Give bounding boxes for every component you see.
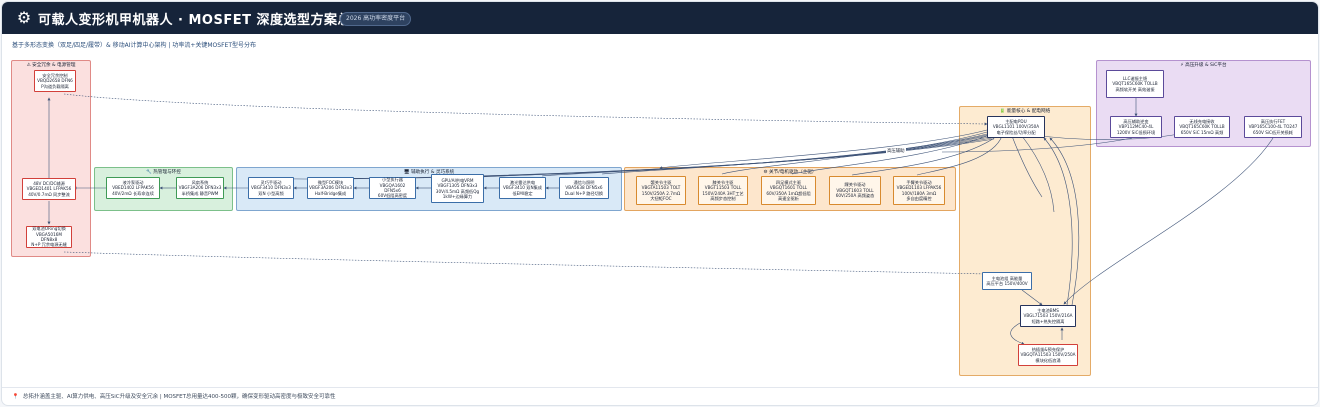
title-bar: ⚙ 可载人变形机甲机器人 · MOSFET 深度选型方案总拓扑图 2026 高功… <box>2 2 1318 34</box>
edge-bms-to-pdu-2 <box>1049 137 1080 306</box>
footer-note: 📍总拓扑涵盖主驱、AI算力供电、高压SiC升级及安全冗余 | MOSFET总用量… <box>12 392 336 400</box>
node-comms-lighting: 通信与照明 VBA5638 DFN5x6 Dual N+P 路径切换 <box>559 177 609 199</box>
node-dcdc-aux-supply: 48V DC/DC辅源 VBGED1401 LFPAK56 40V/0.7mΩ … <box>22 178 76 200</box>
edge-pdu-fanout-5 <box>916 135 1003 176</box>
edge-pdu-fanout-8 <box>481 135 988 178</box>
node-llc-resonant: LLC谐振主馈 VBQT165C60K TOLLB 高频软开关 高效谐振 <box>1106 70 1164 98</box>
node-arm-joint-drive: 手臂关节驱动 VBGED1103 LFPAK56 100V/180A 3mΩ 多… <box>893 176 945 205</box>
pin-icon: 📍 <box>12 394 19 400</box>
edge-pdu-fanout-13 <box>1021 135 1055 213</box>
footer-text: 总拓扑涵盖主驱、AI算力供电、高压SiC升级及安全冗余 | MOSFET总用量达… <box>22 394 336 400</box>
node-small-actuator: 小型执行器 VBGQA1602 DFN5x6 60V低阻高密度 <box>369 177 416 199</box>
edge-pdu-fanout-1 <box>659 129 988 170</box>
group-auxiliary-execution: 🖥 辅助执行 & 灵巧系统 <box>236 167 622 211</box>
edge-pdu-fanout-10 <box>331 137 993 179</box>
group-safety-redundancy: ⚠ 安全冗余 & 电源管理 <box>11 60 91 257</box>
group-energy-core: 🔋 能量核心 & 配电网络 <box>959 106 1091 376</box>
gear-icon: ⚙ <box>16 8 32 27</box>
node-hv-execution-fet: 高压执行FET VBP165C100-4L TO247 650V SiC低开关损… <box>1244 116 1302 138</box>
edge-pdu-fanout-9 <box>401 136 991 179</box>
node-liquid-pump: 液冷泵驱动 VBED1402 LFPAK56 40V/2mΩ 长寿命连续 <box>106 177 160 199</box>
group-label: ⚙ 关节/电机驱动（主驱） <box>763 170 817 175</box>
edge-pdu-fanout-4 <box>851 135 998 176</box>
node-dual-battery-oring: 双电池ORing切换 VBGA5016M DFN8x8 N+P 冗余电源无缝 <box>26 226 72 248</box>
edge-oring-to-battery <box>63 251 988 276</box>
node-wireless-charging: 无线充电接收 VBQT165C60K TOLLB 650V SiC 15mΩ 高… <box>1174 116 1230 138</box>
edge-pdu-fanout-6 <box>601 133 988 175</box>
edge-pdu-fanout-2 <box>721 131 988 175</box>
edge-battery-to-bms <box>1021 289 1043 306</box>
node-main-bms: 主电池BMS VBGL71503 150V/216A 短路+热失控隔离 <box>1020 305 1076 327</box>
page-subtitle: 基于多形态变换（双足/四足/履带）& 移动AI计算中心架构 | 功率流+关键MO… <box>12 42 256 49</box>
edge-bms-to-pdu <box>1043 137 1073 306</box>
page-title: 可载人变形机甲机器人 · MOSFET 深度选型方案总拓扑图 <box>38 13 392 28</box>
node-micro-foc: 微型FOC模块 VBGF3A206 DFN3x3 Half-Bridge集成 <box>307 177 354 199</box>
node-hv-aux-inverter: 高压辅助逆变 VBP112MC40-4L 1200V SiC低损环境 <box>1110 116 1162 138</box>
edge-pdu-fanout-7 <box>541 134 988 177</box>
node-hotplug-precharge: 热插拔&预充保护 VBGQTA11503 150V/250A 模块化低浪涌 <box>1018 344 1078 366</box>
node-main-pdu: 主配电PDU VBGL1101 100V/350A 电子保险丝/功率分配 <box>987 116 1045 138</box>
edge-pdu-fanout-12 <box>1011 135 1043 198</box>
edge-label-hv-aux: 高压辅助 <box>886 148 906 154</box>
group-label: 🖥 辅助执行 & 灵巧系统 <box>403 170 455 175</box>
node-lidar-power: 激光雷达供电 VBGF3410 双N集成 低EMI稳定 <box>499 177 546 199</box>
node-hip-main-drive: 髋关节主驱 VBGTA11503 TOLT 150V/250A 2.7mΩ 大扭… <box>636 176 686 205</box>
edge-pdu-fanout-11 <box>271 138 995 180</box>
node-knee-main-drive: 膝关节主驱 VBGT11503 TOLL 150V/240A 3HT工艺 高频步… <box>698 176 748 205</box>
edge-hvmain-to-bms <box>1063 137 1274 305</box>
node-main-battery-pack: 主电池组 高能量 高压平台 150V/400V <box>982 272 1032 290</box>
group-label: 🔋 能量核心 & 配电网络 <box>999 109 1051 114</box>
edge-hv-aux-to-pdu <box>941 137 1133 153</box>
node-fan-system: 风扇系统 VBGF3A206 DFN3x3 半桥集成 静音PWM <box>176 177 224 199</box>
edge-bms-to-precharge <box>1010 321 1025 345</box>
edge-safety-to-pdu <box>63 93 988 126</box>
node-safety-control: 安全冗余控制 VBQD2658 DFN6 P沟道负载隔离 <box>34 70 76 92</box>
footer-divider <box>2 387 1318 388</box>
group-label: ⚡ 高压升级 & SiC平台 <box>1180 63 1227 68</box>
node-gpu-vrm: GPU/AI供电VRM VBGF1305 DFN3x3 30V/4.5mΩ 高频… <box>431 174 484 203</box>
node-dexterous-hand: 灵巧手驱动 VBGF3410 DFN3x3 双N 小型高频 <box>248 177 294 199</box>
node-quadruped-main-drive: 四足模式主驱 VBGQT1601 TOLL 60V/350A 1mΩ超低阻 高速… <box>761 176 816 205</box>
platform-badge: 2026 高功率密度平台 <box>340 12 412 26</box>
node-ankle-drive: 踝关节驱动 VBGQT1603 TOLL 60V/250A 高频姿态 <box>829 176 881 205</box>
group-label: 🔧 热管理与环控 <box>146 170 181 175</box>
group-label: ⚠ 安全冗余 & 电源管理 <box>26 63 76 68</box>
